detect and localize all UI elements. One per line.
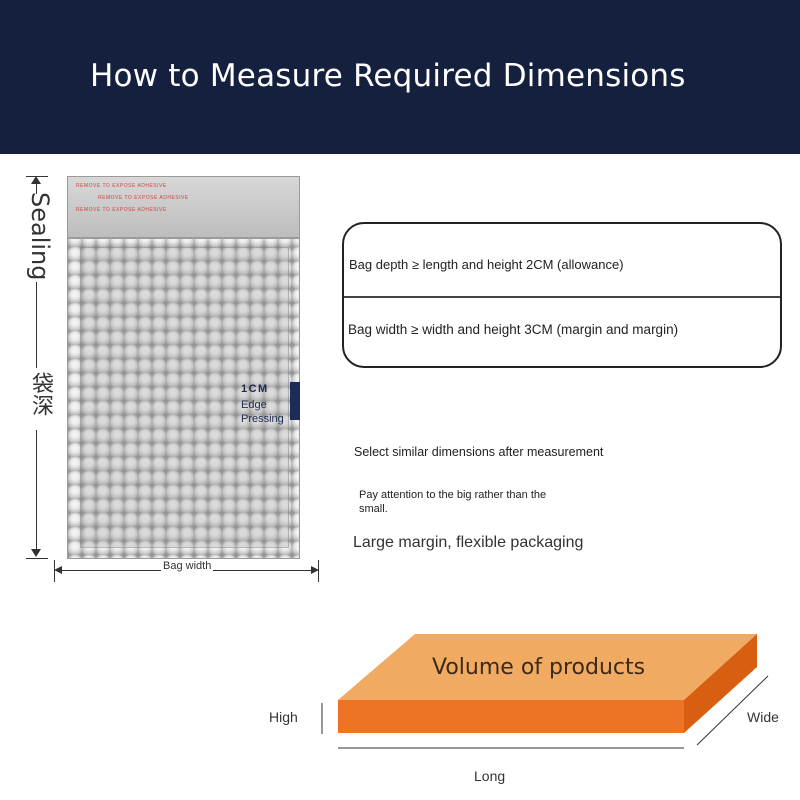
width-rule: Bag width ≥ width and height 3CM (margin…	[348, 322, 679, 337]
edge-pressing-label: Edge Pressing	[241, 398, 284, 426]
wide-label: Wide	[747, 709, 779, 725]
depth-arrow-top	[31, 176, 41, 184]
bag-body	[80, 247, 289, 548]
edge-pressing-marker	[290, 382, 300, 420]
width-arrow-left	[54, 566, 62, 574]
margin-note: Large margin, flexible packaging	[353, 534, 584, 551]
edge-size-label: 1CM	[241, 383, 269, 395]
bag-adhesive-flap: REMOVE TO EXPOSE ADHESIVE REMOVE TO EXPO…	[68, 177, 299, 239]
flap-print: REMOVE TO EXPOSE ADHESIVE	[76, 183, 167, 189]
box-top-face	[338, 634, 757, 700]
bag-width-label: Bag width	[161, 560, 214, 572]
flap-print: REMOVE TO EXPOSE ADHESIVE	[98, 195, 189, 201]
depth-line-mid	[36, 282, 37, 368]
depth-arrow-bottom	[31, 549, 41, 557]
depth-line-bottom	[36, 430, 37, 550]
depth-tick-top	[26, 176, 48, 177]
high-label: High	[269, 709, 298, 725]
select-note: Select similar dimensions after measurem…	[354, 445, 604, 459]
wide-dimension-line	[696, 675, 769, 746]
measurement-rules-box: Bag depth ≥ length and height 2CM (allow…	[342, 222, 782, 368]
long-label: Long	[474, 768, 506, 784]
box-front-face	[338, 700, 684, 733]
width-arrow-right	[311, 566, 319, 574]
depth-tick-bottom	[26, 558, 48, 559]
box-side-face	[684, 634, 757, 733]
bag-depth-label: 袋深	[28, 372, 53, 416]
flap-print: REMOVE TO EXPOSE ADHESIVE	[76, 207, 167, 213]
rule-divider	[344, 296, 780, 298]
depth-rule: Bag depth ≥ length and height 2CM (allow…	[349, 257, 624, 272]
depth-line-top	[36, 184, 37, 194]
product-volume-label: Volume of products	[432, 655, 646, 680]
edge-pressing-text: Edge Pressing	[241, 399, 284, 425]
sealing-label: Sealing	[26, 192, 54, 281]
attention-note: Pay attention to the big rather than the…	[359, 489, 547, 515]
page-title: How to Measure Required Dimensions	[90, 58, 686, 94]
header-banner: How to Measure Required Dimensions	[0, 0, 800, 154]
bubble-mailer-bag: REMOVE TO EXPOSE ADHESIVE REMOVE TO EXPO…	[67, 176, 300, 559]
